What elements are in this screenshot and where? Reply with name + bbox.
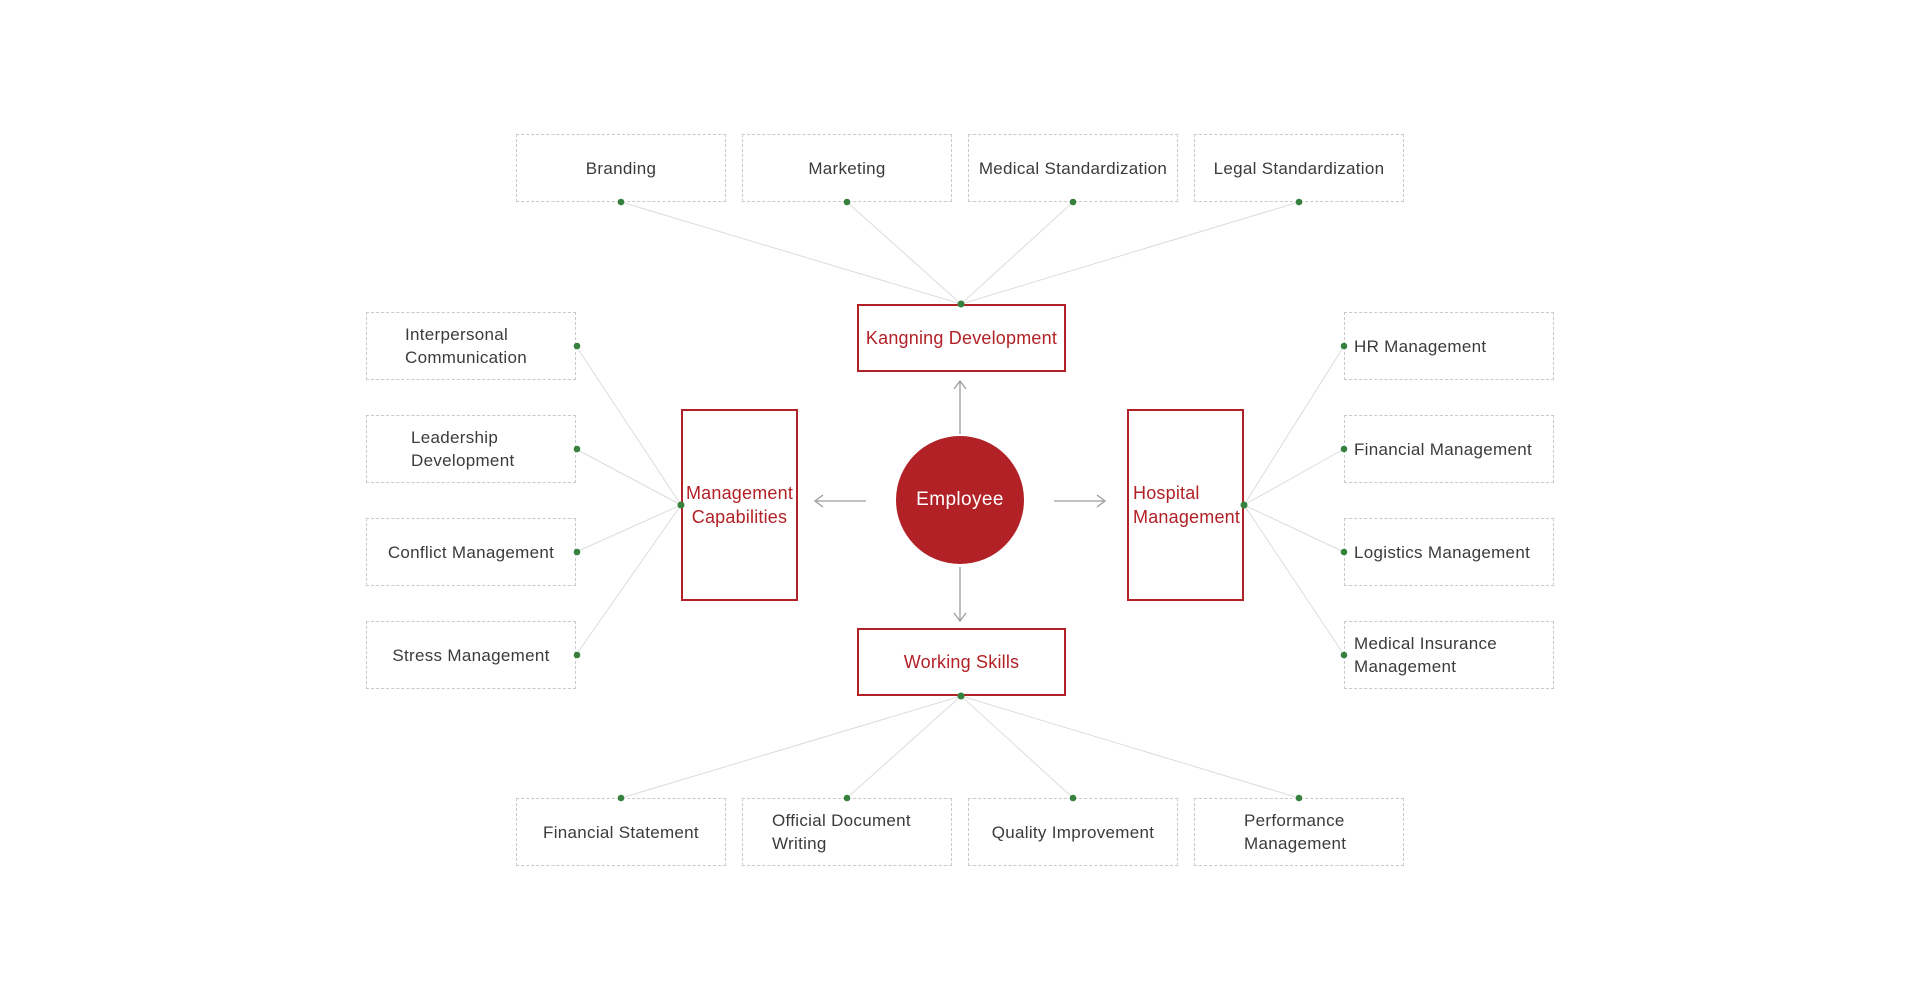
connector-line xyxy=(1243,504,1345,553)
node-medical-standardization: Medical Standardization xyxy=(968,134,1178,202)
node-branding: Branding xyxy=(516,134,726,202)
connector-line xyxy=(620,201,962,305)
node-label: Legal Standardization xyxy=(1213,158,1385,178)
node-label: Interpersonal Communication xyxy=(405,325,528,367)
node-legal-standardization: Legal Standardization xyxy=(1194,134,1404,202)
connector-line xyxy=(960,695,1074,799)
node-label: Conflict Management xyxy=(387,542,555,562)
node-quality-improvement: Quality Improvement xyxy=(968,798,1178,866)
node-conflict-management: Conflict Management xyxy=(366,518,576,586)
branch-label: Hospital Management xyxy=(1133,483,1241,527)
connector-line xyxy=(575,504,682,553)
connector-line xyxy=(1243,345,1345,506)
connector-line xyxy=(620,695,962,799)
branch-label: Working Skills xyxy=(903,652,1020,672)
connector-line xyxy=(575,448,682,506)
connector-line xyxy=(960,201,1300,305)
node-interpersonal-communication: Interpersonal Communication xyxy=(366,312,576,380)
arrow-left-icon xyxy=(813,494,866,508)
node-label: Medical Standardization xyxy=(978,158,1168,178)
node-label: Stress Management xyxy=(392,645,550,665)
connector-line xyxy=(1243,504,1345,656)
node-financial-statement: Financial Statement xyxy=(516,798,726,866)
node-stress-management: Stress Management xyxy=(366,621,576,689)
node-label: HR Management xyxy=(1354,336,1487,356)
connector-line xyxy=(960,201,1074,305)
node-official-document-writing: Official Document Writing xyxy=(742,798,952,866)
node-label: Financial Management xyxy=(1354,439,1532,459)
connector-line xyxy=(575,345,682,506)
branch-hospital-management: Hospital Management xyxy=(1127,409,1244,601)
node-label: Medical Insurance Management xyxy=(1354,634,1498,676)
node-financial-management: Financial Management xyxy=(1344,415,1554,483)
node-leadership-development: Leadership Development xyxy=(366,415,576,483)
node-hr-management: HR Management xyxy=(1344,312,1554,380)
node-label: Quality Improvement xyxy=(991,822,1155,842)
node-label: Financial Statement xyxy=(543,822,699,842)
connector-line xyxy=(846,695,962,799)
node-medical-insurance-management: Medical Insurance Management xyxy=(1344,621,1554,689)
branch-working-skills: Working Skills xyxy=(857,628,1066,696)
center-node-employee: Employee xyxy=(896,436,1024,564)
arrow-up-icon xyxy=(953,379,967,434)
node-performance-management: Performance Management xyxy=(1194,798,1404,866)
center-label: Employee xyxy=(916,489,1004,510)
node-label: Logistics Management xyxy=(1354,542,1531,562)
node-label: Marketing xyxy=(808,158,886,178)
connector-line xyxy=(1243,448,1345,506)
arrow-down-icon xyxy=(953,567,967,623)
connector-line xyxy=(846,201,962,305)
node-label: Leadership Development xyxy=(411,428,515,470)
connector-line xyxy=(575,504,682,656)
arrow-right-icon xyxy=(1054,494,1107,508)
node-logistics-management: Logistics Management xyxy=(1344,518,1554,586)
node-marketing: Marketing xyxy=(742,134,952,202)
branch-label: Kangning Development xyxy=(865,328,1058,348)
branch-management-capabilities: Management Capabilities xyxy=(681,409,798,601)
node-label: Performance Management xyxy=(1244,811,1347,853)
branch-label: Management Capabilities xyxy=(685,483,794,527)
node-label: Official Document Writing xyxy=(772,811,911,853)
node-label: Branding xyxy=(585,158,657,178)
branch-kangning-development: Kangning Development xyxy=(857,304,1066,372)
connector-line xyxy=(960,695,1300,799)
